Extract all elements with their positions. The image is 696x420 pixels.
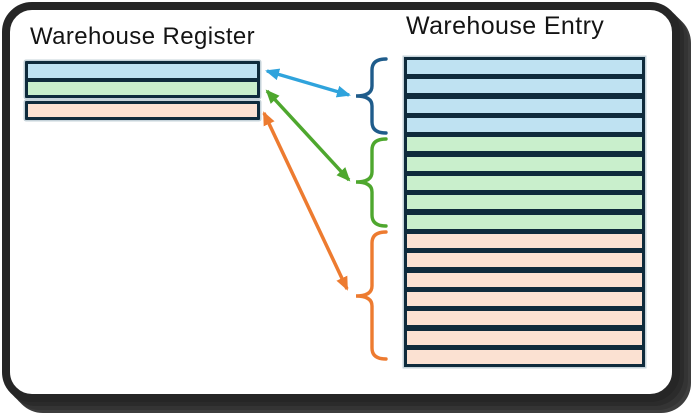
entry-row-orange-4 <box>407 291 642 306</box>
entry-row-orange-5 <box>407 311 642 326</box>
entry-table <box>404 57 645 367</box>
entry-row-orange-6 <box>407 330 642 345</box>
entry-row-blue-1 <box>407 60 642 74</box>
entry-title: Warehouse Entry <box>406 12 605 40</box>
register-table <box>25 61 260 120</box>
entry-row-green-3 <box>407 175 642 190</box>
entry-row-green-1 <box>407 137 642 152</box>
entry-row-orange-1 <box>407 233 642 248</box>
register-table-block-bottom <box>25 101 260 120</box>
entry-row-blue-2 <box>407 79 642 94</box>
entry-row-orange-2 <box>407 253 642 268</box>
entry-row-orange-3 <box>407 272 642 287</box>
entry-row-blue-4 <box>407 117 642 132</box>
register-table-block-top <box>25 61 260 98</box>
register-row-blue <box>28 64 257 78</box>
register-row-green <box>28 82 257 95</box>
entry-row-orange-7 <box>407 349 642 364</box>
register-row-orange <box>28 104 257 117</box>
entry-row-green-5 <box>407 214 642 229</box>
entry-row-green-4 <box>407 195 642 210</box>
register-title: Warehouse Register <box>30 23 256 50</box>
entry-row-blue-3 <box>407 98 642 113</box>
entry-row-green-2 <box>407 156 642 171</box>
